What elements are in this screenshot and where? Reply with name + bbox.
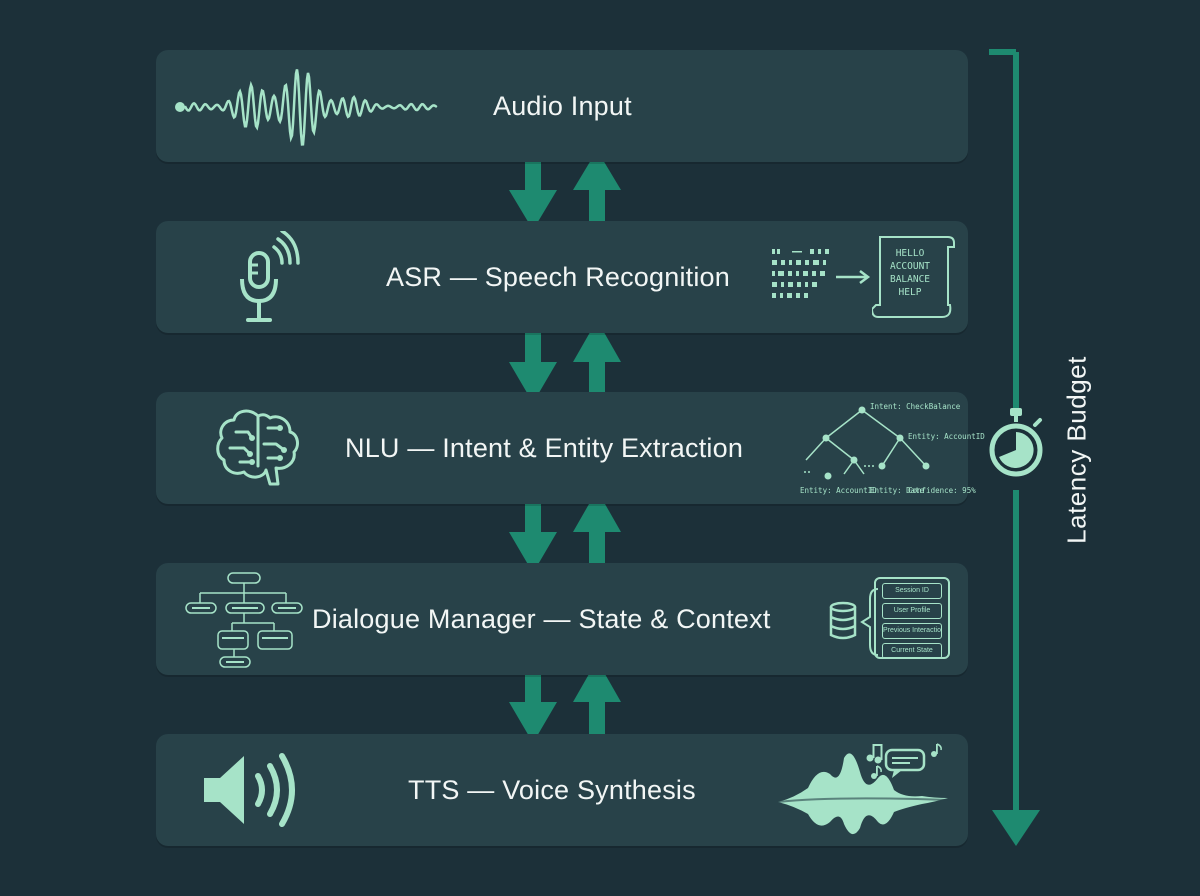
arrow-pair-1 — [509, 150, 621, 230]
flowchart-icon — [185, 572, 303, 668]
brain-icon — [216, 409, 299, 486]
transcript-line: BALANCE — [889, 274, 931, 285]
arrow-right-icon — [836, 270, 871, 284]
speaker-icon — [204, 753, 295, 827]
latency-arrowhead — [992, 810, 1040, 846]
microphone-icon — [240, 231, 300, 322]
context-item: User Profile — [882, 603, 942, 619]
tree-leaf-label: Entity: Date — [870, 486, 925, 495]
entity-tree-icon: Intent: CheckBalance Entity: AccountID E… — [796, 400, 985, 500]
stage-dialogue-manager: Dialogue Manager — State & Context Sessi… — [156, 563, 968, 675]
context-panel: Session ID User Profile Previous Interac… — [874, 577, 950, 659]
stage-asr: ASR — Speech Recognition HELLO ACCOUNT B… — [156, 221, 968, 333]
context-bracket — [860, 588, 879, 656]
context-item: Current State — [882, 643, 942, 659]
transcript-line: HELP — [898, 287, 922, 298]
stopwatch-icon — [989, 408, 1043, 477]
stage-title: Dialogue Manager — State & Context — [312, 604, 771, 634]
stage-title: Audio Input — [493, 91, 632, 121]
latency-budget-label: Latency Budget — [1061, 356, 1092, 544]
stage-tts: TTS — Voice Synthesis — [156, 734, 968, 846]
tree-branch-label: Entity: AccountID — [908, 432, 985, 441]
transcript-scroll: HELLO ACCOUNT BALANCE HELP — [872, 233, 956, 321]
database-icon — [829, 601, 857, 640]
stage-audio-input: Audio Input — [156, 50, 968, 162]
bits-to-text-icon — [772, 249, 829, 298]
stage-title: TTS — Voice Synthesis — [408, 775, 696, 805]
synth-waveform-icon — [777, 743, 949, 835]
transcript-line: ACCOUNT — [889, 261, 931, 272]
context-item: Previous Interaction — [882, 623, 942, 639]
tree-leaf-label: Confidence: 95% — [908, 486, 976, 495]
transcript-line: HELLO — [895, 248, 925, 259]
stage-nlu: NLU — Intent & Entity Extraction Intent:… — [156, 392, 985, 504]
stage-title: ASR — Speech Recognition — [386, 262, 730, 292]
tree-leaf-label: Entity: AccountID — [800, 486, 877, 495]
tree-root-label: Intent: CheckBalance — [870, 402, 961, 411]
stage-title: NLU — Intent & Entity Extraction — [345, 433, 744, 463]
waveform-icon — [175, 69, 438, 146]
context-item: Session ID — [882, 583, 942, 599]
